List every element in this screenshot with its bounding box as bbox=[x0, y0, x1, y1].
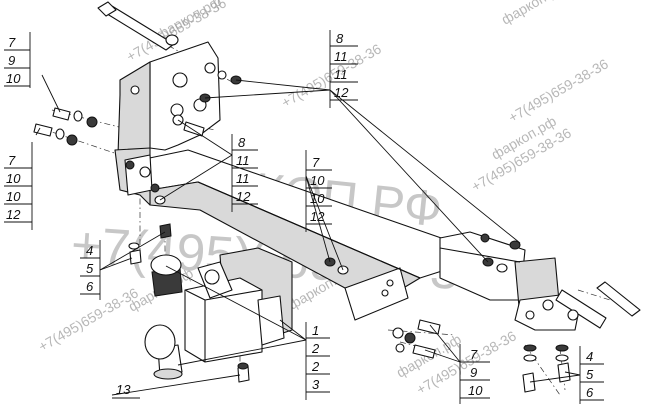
callout-label: 10 bbox=[310, 191, 325, 206]
callout-label: 10 bbox=[6, 71, 21, 86]
tow-ball bbox=[144, 324, 183, 380]
callout-label: 12 bbox=[6, 207, 21, 222]
callout-top-right: 8 11 11 12 bbox=[329, 30, 358, 108]
left-mounting-bracket bbox=[114, 41, 221, 206]
long-bolts bbox=[97, 1, 641, 329]
callout-label: 11 bbox=[334, 67, 348, 82]
callout-left-low: 4 5 6 bbox=[80, 240, 101, 300]
leader-lines bbox=[35, 74, 581, 396]
callout-label: 5 bbox=[586, 367, 594, 382]
callout-center-b: 7 10 10 12 bbox=[305, 150, 332, 232]
callout-label: 11 bbox=[236, 171, 250, 186]
callout-right-bottom: 4 5 6 bbox=[579, 346, 604, 404]
callout-label: 8 bbox=[238, 135, 246, 150]
watermark-diag-b-site: фаркоп.рф bbox=[499, 0, 569, 28]
callout-label: 7 bbox=[470, 347, 478, 362]
callout-center-low: 1 2 2 3 bbox=[305, 322, 330, 400]
callout-label: 11 bbox=[334, 49, 348, 64]
callout-label: 10 bbox=[6, 171, 21, 186]
callout-label: 2 bbox=[311, 341, 320, 356]
callout-top-left: 7 9 10 bbox=[4, 32, 31, 88]
crossbar-beam bbox=[139, 149, 471, 321]
callout-label: 10 bbox=[468, 383, 483, 398]
callout-center-a: 8 11 11 12 bbox=[231, 134, 258, 212]
watermark-diag-f-phone: +7(495)659-38-36 bbox=[506, 55, 612, 125]
callout-label: 2 bbox=[311, 359, 320, 374]
callout-label: 7 bbox=[8, 153, 16, 168]
callout-label: 7 bbox=[8, 35, 16, 50]
callout-label: 8 bbox=[336, 31, 344, 46]
callout-left-mid: 7 10 10 12 bbox=[4, 142, 33, 230]
callout-label: 7 bbox=[312, 155, 320, 170]
callout-label: 9 bbox=[8, 53, 15, 68]
callout-right-low: 7 9 10 bbox=[459, 344, 490, 404]
callout-label: 10 bbox=[6, 189, 21, 204]
callout-label: 4 bbox=[86, 243, 93, 258]
callout-label: 12 bbox=[236, 189, 251, 204]
callout-label: 6 bbox=[586, 385, 594, 400]
callout-label: 5 bbox=[86, 261, 94, 276]
callout-label: 12 bbox=[310, 209, 325, 224]
callout-label: 9 bbox=[470, 365, 477, 380]
fastener-hardware bbox=[33, 34, 579, 393]
callout-label: 10 bbox=[310, 173, 325, 188]
callout-bottom-left: 13 bbox=[112, 382, 140, 399]
callout-label: 3 bbox=[312, 377, 320, 392]
callout-label: 6 bbox=[86, 279, 94, 294]
callout-label: 13 bbox=[116, 382, 131, 397]
callout-label: 4 bbox=[586, 349, 593, 364]
callout-label: 11 bbox=[236, 153, 250, 168]
hitch-receiver bbox=[184, 247, 293, 363]
watermark-diag-d-phone: +7(495)659-38-36 bbox=[36, 284, 142, 354]
callout-label: 12 bbox=[334, 85, 349, 100]
callout-label: 1 bbox=[312, 323, 319, 338]
socket-cap bbox=[150, 254, 183, 297]
